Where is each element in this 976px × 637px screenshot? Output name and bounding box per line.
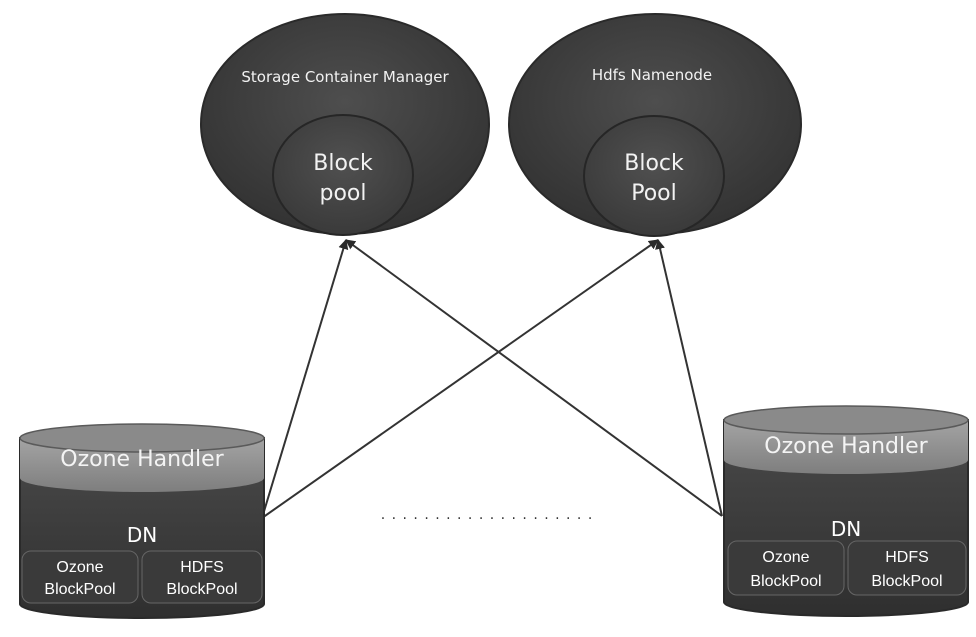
left-pool2-line2: BlockPool — [166, 581, 237, 598]
namenode-pool-line2: Pool — [631, 181, 677, 206]
right-ozone-blockpool: Ozone BlockPool — [727, 540, 845, 596]
namenode-pool-line1: Block — [624, 151, 684, 176]
connections — [261, 239, 723, 519]
right-hdfs-blockpool: HDFS BlockPool — [847, 540, 967, 596]
namenode-title: Hdfs Namenode — [592, 66, 712, 84]
namenode-block-pool: Block Pool — [583, 115, 725, 237]
scm-block-pool: Block pool — [272, 114, 414, 236]
datanode-left: Ozone Handler DN Ozone BlockPool HDFS Bl… — [19, 423, 265, 619]
left-hdfs-blockpool: HDFS BlockPool — [141, 550, 263, 604]
left-pool2-line1: HDFS — [180, 559, 224, 576]
arrow-left-dn-to-scm — [261, 239, 349, 519]
scm-pool-line1: Block — [313, 151, 373, 176]
right-pool2-line1: HDFS — [885, 549, 929, 566]
right-pool1-line2: BlockPool — [750, 573, 821, 590]
more-datanodes-ellipsis: · · · · · · · · · · · · · · · · · · · · — [381, 511, 594, 527]
scm-title: Storage Container Manager — [241, 68, 449, 86]
left-pool1-line2: BlockPool — [44, 581, 115, 598]
arrow-right-dn-to-scm — [345, 239, 723, 517]
right-pool1-line1: Ozone — [762, 549, 809, 566]
left-pool1-line1: Ozone — [56, 559, 103, 576]
right-handler-label: Ozone Handler — [764, 434, 928, 459]
namenode-node: Hdfs Namenode Block Pool — [508, 13, 802, 237]
right-pool2-line2: BlockPool — [871, 573, 942, 590]
right-dn-label: DN — [831, 517, 861, 541]
datanode-right: Ozone Handler DN Ozone BlockPool HDFS Bl… — [723, 405, 969, 617]
arrow-right-dn-to-namenode — [655, 239, 723, 517]
scm-pool-line2: pool — [320, 181, 367, 206]
left-ozone-blockpool: Ozone BlockPool — [21, 550, 139, 604]
left-handler-label: Ozone Handler — [60, 447, 224, 472]
left-dn-label: DN — [127, 523, 157, 547]
scm-node: Storage Container Manager Block pool — [200, 13, 490, 236]
arrow-left-dn-to-namenode — [261, 239, 659, 519]
